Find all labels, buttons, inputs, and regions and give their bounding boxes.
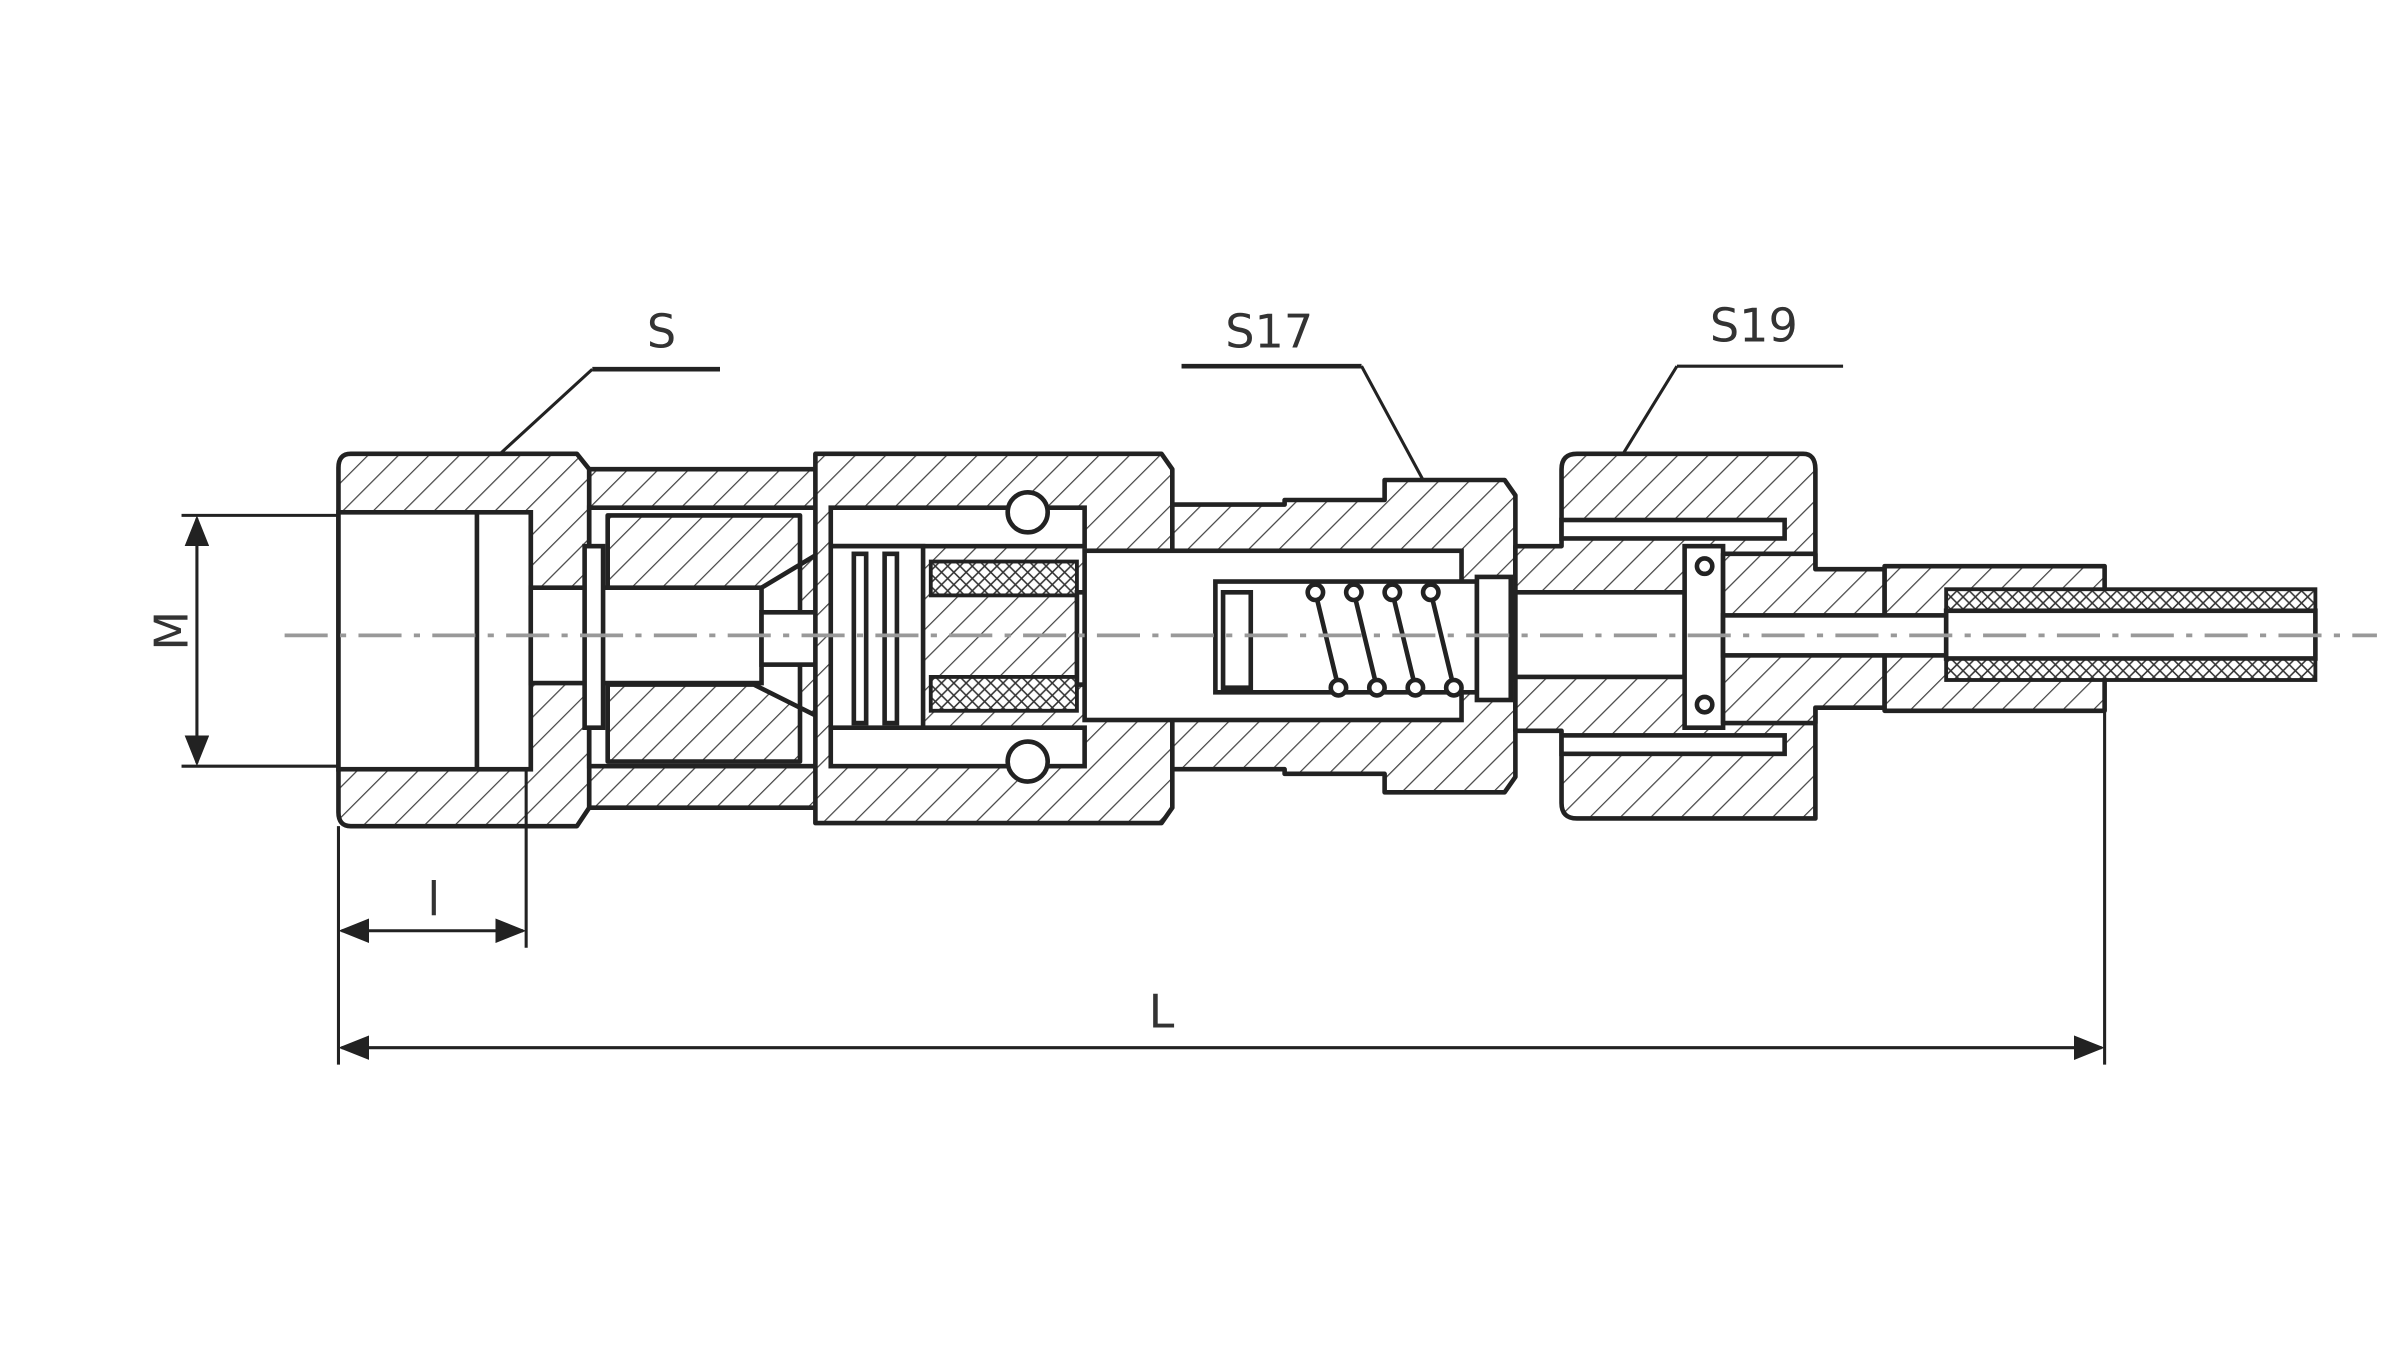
leader-s: [498, 366, 720, 455]
label-s19: S19: [1710, 299, 1798, 353]
label-s17: S17: [1225, 305, 1313, 359]
dimension-m: [181, 513, 339, 768]
tube-fitting: [1720, 551, 2318, 726]
spring: [1305, 582, 1464, 698]
label-overall-length: L: [1149, 985, 1175, 1039]
dimension-overall-length: [338, 710, 2107, 1065]
leader-s17: [1181, 363, 1425, 481]
label-m: M: [145, 611, 199, 651]
dimension-l: [336, 769, 528, 1065]
leader-s19: [1621, 364, 1844, 455]
union-nut-s: [336, 451, 592, 829]
label-l: l: [427, 872, 440, 926]
label-s: S: [647, 305, 676, 359]
